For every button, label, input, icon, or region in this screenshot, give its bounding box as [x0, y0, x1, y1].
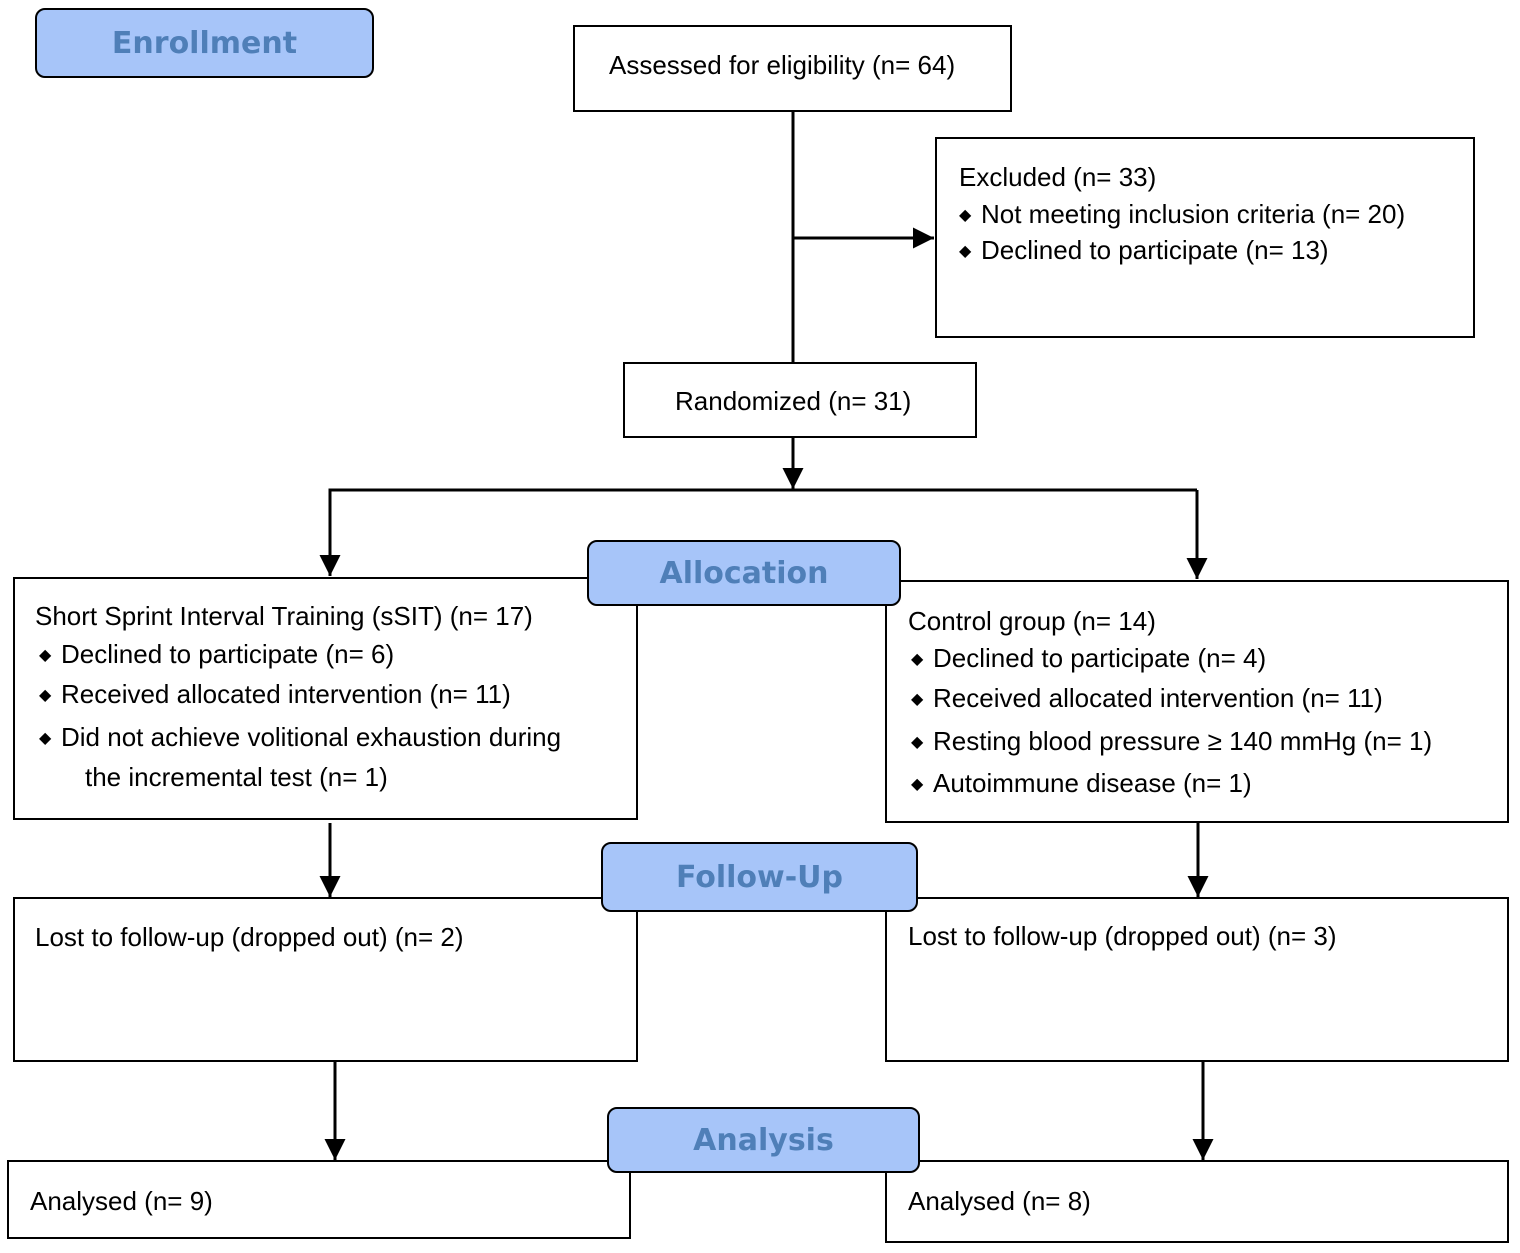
excluded-item: ◆Not meeting inclusion criteria (n= 20) — [959, 199, 1406, 229]
right-analysis-box: Analysed (n= 8) — [885, 1160, 1509, 1243]
right-arm-item: ◆Received allocated intervention (n= 11) — [911, 683, 1383, 713]
excluded-box: Excluded (n= 33) ◆Not meeting inclusion … — [935, 137, 1475, 338]
arrow-to-left-arm — [328, 488, 1197, 492]
diamond-bullet-icon: ◆ — [39, 647, 52, 664]
stage-analysis: Analysis — [607, 1107, 920, 1173]
assessed-box: Assessed for eligibility (n= 64) — [573, 25, 1012, 112]
diamond-bullet-icon: ◆ — [911, 776, 924, 793]
diamond-bullet-icon: ◆ — [39, 687, 52, 704]
assessed-label: Assessed for eligibility (n= 64) — [609, 50, 956, 80]
stage-allocation: Allocation — [587, 540, 901, 606]
right-followup-box: Lost to follow-up (dropped out) (n= 3) — [885, 897, 1509, 1062]
right-arm-title: Control group (n= 14) — [908, 606, 1156, 636]
randomized-box: Randomized (n= 31) — [623, 362, 977, 438]
right-allocation-box: Control group (n= 14) ◆Declined to parti… — [885, 580, 1509, 823]
diamond-bullet-icon: ◆ — [959, 207, 972, 224]
excluded-title: Excluded (n= 33) — [959, 162, 1157, 192]
right-arm-item: ◆Declined to participate (n= 4) — [911, 643, 1267, 673]
left-followup-box: Lost to follow-up (dropped out) (n= 2) — [13, 897, 638, 1062]
diamond-bullet-icon: ◆ — [911, 691, 924, 708]
right-arm-item: ◆Resting blood pressure ≥ 140 mmHg (n= 1… — [911, 726, 1433, 756]
randomized-label: Randomized (n= 31) — [675, 386, 912, 416]
diamond-bullet-icon: ◆ — [959, 243, 972, 260]
diamond-bullet-icon: ◆ — [39, 730, 52, 747]
left-allocation-box: Short Sprint Interval Training (sSIT) (n… — [13, 577, 638, 820]
left-arm-item: ◆Received allocated intervention (n= 11) — [39, 679, 511, 709]
right-arm-item: ◆Autoimmune disease (n= 1) — [911, 768, 1252, 798]
left-analysed-label: Analysed (n= 9) — [30, 1186, 213, 1216]
left-arm-item: ◆Did not achieve volitional exhaustion d… — [39, 722, 562, 752]
left-arm-item-continuation: the incremental test (n= 1) — [85, 762, 388, 792]
stage-enrollment: Enrollment — [35, 8, 374, 78]
left-arm-item: ◆Declined to participate (n= 6) — [39, 639, 395, 669]
left-arm-title: Short Sprint Interval Training (sSIT) (n… — [35, 601, 533, 631]
excluded-item: ◆Declined to participate (n= 13) — [959, 235, 1329, 265]
right-analysed-label: Analysed (n= 8) — [908, 1186, 1091, 1216]
stage-follow-up: Follow-Up — [601, 842, 918, 912]
left-analysis-box: Analysed (n= 9) — [7, 1160, 631, 1239]
diamond-bullet-icon: ◆ — [911, 734, 924, 751]
diamond-bullet-icon: ◆ — [911, 651, 924, 668]
left-followup-label: Lost to follow-up (dropped out) (n= 2) — [35, 922, 464, 952]
right-followup-label: Lost to follow-up (dropped out) (n= 3) — [908, 921, 1337, 951]
